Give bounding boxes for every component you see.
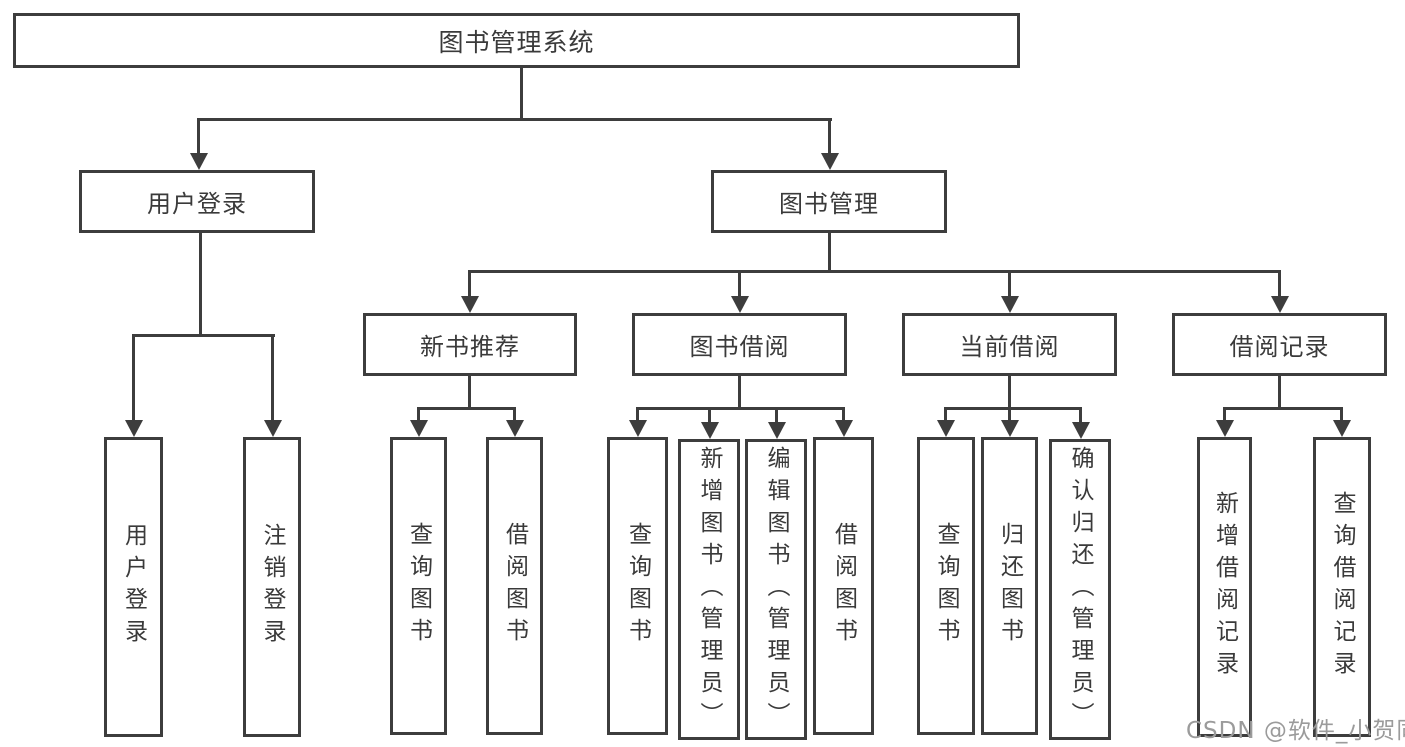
connector <box>417 407 516 410</box>
node-borrowing-records: 借阅记录 <box>1172 313 1387 376</box>
leaf-query-borrow-record: 查询借阅记录 <box>1313 437 1371 737</box>
arrow-down <box>775 407 778 422</box>
leaf-return-books: 归还图书 <box>981 437 1038 735</box>
leaf-logout: 注销登录 <box>243 437 301 737</box>
leaf-add-borrow-record: 新增借阅记录 <box>1197 437 1252 737</box>
arrow-down <box>636 407 639 420</box>
leaf-label: 借阅图书 <box>501 522 528 650</box>
connector <box>199 233 202 337</box>
leaf-label: 新增借阅记录 <box>1211 491 1238 683</box>
connector <box>1223 407 1343 410</box>
arrow-down <box>708 407 711 422</box>
leaf-query-books-current: 查询图书 <box>917 437 975 735</box>
leaf-label: 新增图书（管理员） <box>696 445 722 734</box>
leaf-label: 注销登录 <box>259 523 285 651</box>
leaf-label: 编辑图书（管理员） <box>763 445 789 734</box>
arrow-down <box>1223 407 1226 420</box>
node-new-book-recommend: 新书推荐 <box>363 313 577 376</box>
arrow-down <box>1079 407 1082 422</box>
arrow-down <box>132 334 135 420</box>
node-label: 新书推荐 <box>420 333 520 361</box>
leaf-label: 查询图书 <box>624 522 651 650</box>
connector <box>468 376 471 409</box>
leaf-label: 归还图书 <box>996 522 1023 650</box>
arrow-down <box>1008 407 1011 420</box>
arrow-down <box>513 407 516 420</box>
connector <box>1278 376 1281 409</box>
leaf-add-books-admin: 新增图书（管理员） <box>678 439 740 740</box>
connector <box>738 376 741 409</box>
node-book-management: 图书管理 <box>711 170 947 233</box>
leaf-edit-books-admin: 编辑图书（管理员） <box>745 439 807 740</box>
leaf-label: 用户登录 <box>120 523 147 651</box>
node-current-borrowing: 当前借阅 <box>902 313 1117 376</box>
arrow-down <box>417 407 420 420</box>
node-book-borrowing: 图书借阅 <box>632 313 847 376</box>
arrow-down <box>1340 407 1343 420</box>
leaf-label: 查询借阅记录 <box>1329 491 1355 683</box>
connector <box>636 407 844 410</box>
arrow-down <box>738 270 741 296</box>
connector <box>1008 376 1011 409</box>
leaf-confirm-return-admin: 确认归还（管理员） <box>1049 439 1111 740</box>
arrow-down <box>1008 270 1011 296</box>
leaf-label: 查询图书 <box>405 522 432 650</box>
node-label: 图书管理 <box>779 190 879 218</box>
arrow-down <box>468 270 471 296</box>
leaf-query-books-borrowing: 查询图书 <box>607 437 668 735</box>
node-label: 当前借阅 <box>959 333 1060 361</box>
leaf-label: 查询图书 <box>933 522 959 650</box>
arrow-down <box>828 118 831 153</box>
connector <box>520 68 523 118</box>
connector <box>828 233 831 273</box>
arrow-down <box>271 334 274 420</box>
node-label: 图书借阅 <box>689 333 790 361</box>
leaf-borrow-books-borrowing: 借阅图书 <box>813 437 874 735</box>
leaf-query-books-recommend: 查询图书 <box>390 437 447 735</box>
leaf-label: 借阅图书 <box>830 522 857 650</box>
node-label: 图书管理系统 <box>438 27 595 57</box>
arrow-down <box>944 407 947 420</box>
node-user-login: 用户登录 <box>79 170 315 233</box>
arrow-down <box>842 407 845 420</box>
csdn-watermark: CSDN @软件_小贺同学 <box>1186 718 1405 744</box>
leaf-user-login: 用户登录 <box>104 437 163 737</box>
connector <box>468 270 1281 273</box>
leaf-borrow-books-recommend: 借阅图书 <box>486 437 543 735</box>
connector <box>132 334 275 337</box>
leaf-label: 确认归还（管理员） <box>1067 445 1093 734</box>
node-label: 借阅记录 <box>1229 333 1330 361</box>
connector <box>944 407 1081 410</box>
connector <box>197 118 832 121</box>
node-label: 用户登录 <box>147 190 247 218</box>
node-library-management-system: 图书管理系统 <box>13 13 1020 68</box>
arrow-down <box>1278 270 1281 296</box>
arrow-down <box>197 118 200 153</box>
